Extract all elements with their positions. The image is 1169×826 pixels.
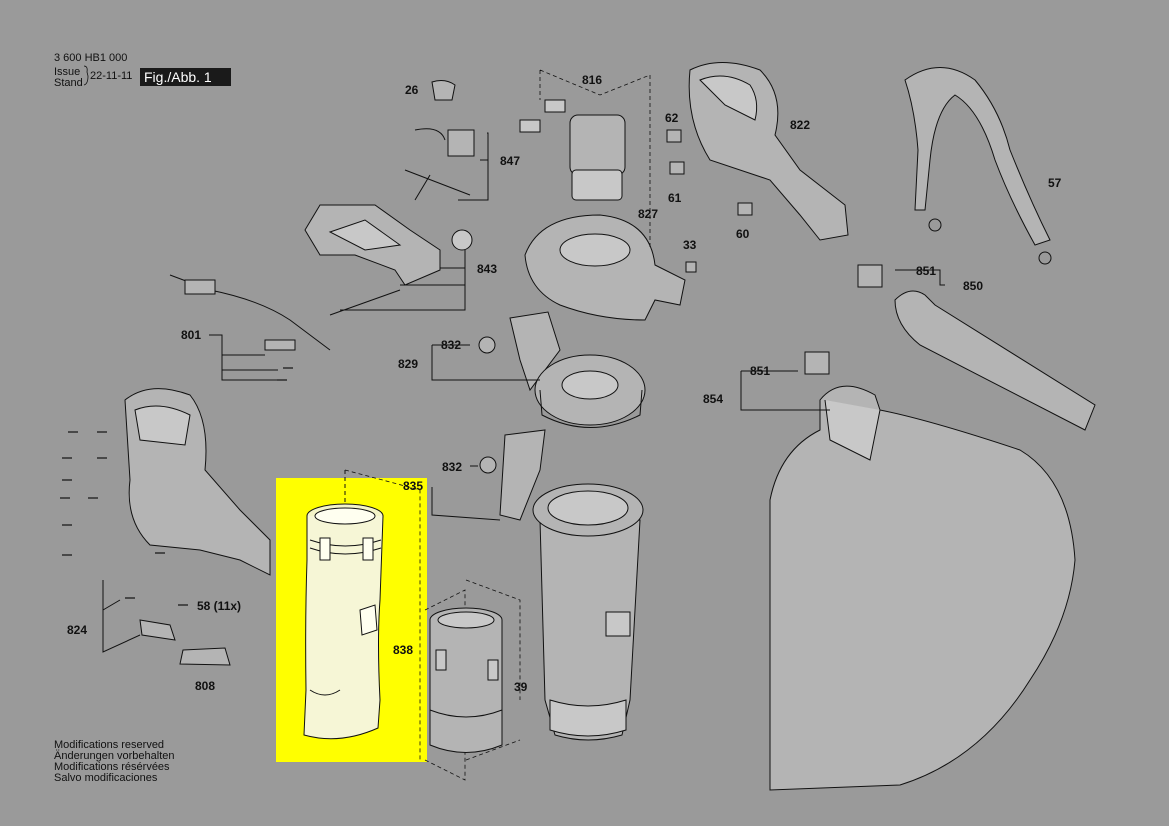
label-39: 39 [514, 680, 528, 694]
issue-label: Issue [54, 66, 81, 78]
label-822: 822 [790, 118, 810, 132]
issue-date: 22-11-11 [90, 70, 133, 82]
note-es: Salvo modificaciones [54, 772, 158, 784]
label-835: 835 [403, 479, 423, 493]
modification-notes: Modifications reserved Änderungen vorbeh… [54, 740, 174, 784]
figure-label: Fig./Abb. 1 [140, 68, 231, 86]
stand-label: Stand [54, 77, 83, 89]
label-838: 838 [393, 643, 413, 657]
part-822-handle [688, 62, 849, 241]
label-851-bottom: 851 [750, 364, 770, 378]
part-829-cover [509, 311, 646, 428]
part-801-cord [169, 274, 331, 351]
label-62: 62 [665, 111, 679, 125]
part-847-switch [404, 80, 475, 196]
label-851-top: 851 [916, 264, 936, 278]
part-838-tube [303, 470, 384, 740]
label-801: 801 [181, 328, 201, 342]
part-843-frame [304, 204, 473, 316]
label-847: 847 [500, 154, 520, 168]
part-835-tube-assembly [499, 429, 644, 741]
screws [60, 367, 293, 606]
part-39-coupling [429, 607, 503, 753]
part-816-motor [519, 99, 626, 201]
label-824: 824 [67, 623, 87, 637]
label-850: 850 [963, 279, 983, 293]
part-850-nozzle [894, 290, 1096, 431]
label-816: 816 [582, 73, 602, 87]
label-843: 843 [477, 262, 497, 276]
leader-lines [102, 132, 945, 653]
note-de: Änderungen vorbehalten [54, 750, 175, 762]
part-854-bag [769, 385, 1076, 791]
label-832-bottom: 832 [442, 460, 462, 474]
small-parts [478, 129, 883, 474]
part-827-fan-housing [524, 214, 686, 321]
label-58: 58 (11x) [197, 599, 241, 613]
label-33: 33 [683, 238, 697, 252]
document-number: 3 600 HB1 000 [54, 52, 128, 64]
label-832-top: 832 [441, 338, 461, 352]
label-61: 61 [668, 191, 682, 205]
label-808: 808 [195, 679, 215, 693]
part-57-strap [904, 67, 1052, 265]
part-824-housing [124, 388, 271, 666]
label-829: 829 [398, 357, 418, 371]
label-854: 854 [703, 392, 723, 406]
label-827: 827 [638, 207, 658, 221]
label-57: 57 [1048, 176, 1062, 190]
note-fr: Modifications résérvées [54, 761, 170, 773]
label-60: 60 [736, 227, 750, 241]
label-26: 26 [405, 83, 419, 97]
note-en: Modifications reserved [54, 739, 165, 751]
